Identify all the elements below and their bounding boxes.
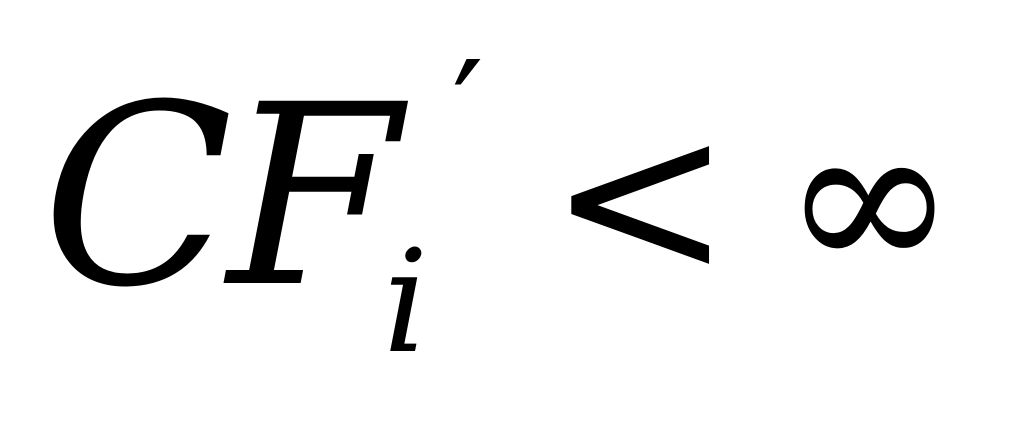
formula-prime-mark: ′ (452, 32, 484, 195)
formula-subscript-index: i (383, 220, 429, 385)
formula-base-variable: CF (42, 51, 401, 342)
formula-less-than-symbol: < (548, 70, 733, 326)
formula-infinity-symbol: ∞ (782, 76, 957, 321)
